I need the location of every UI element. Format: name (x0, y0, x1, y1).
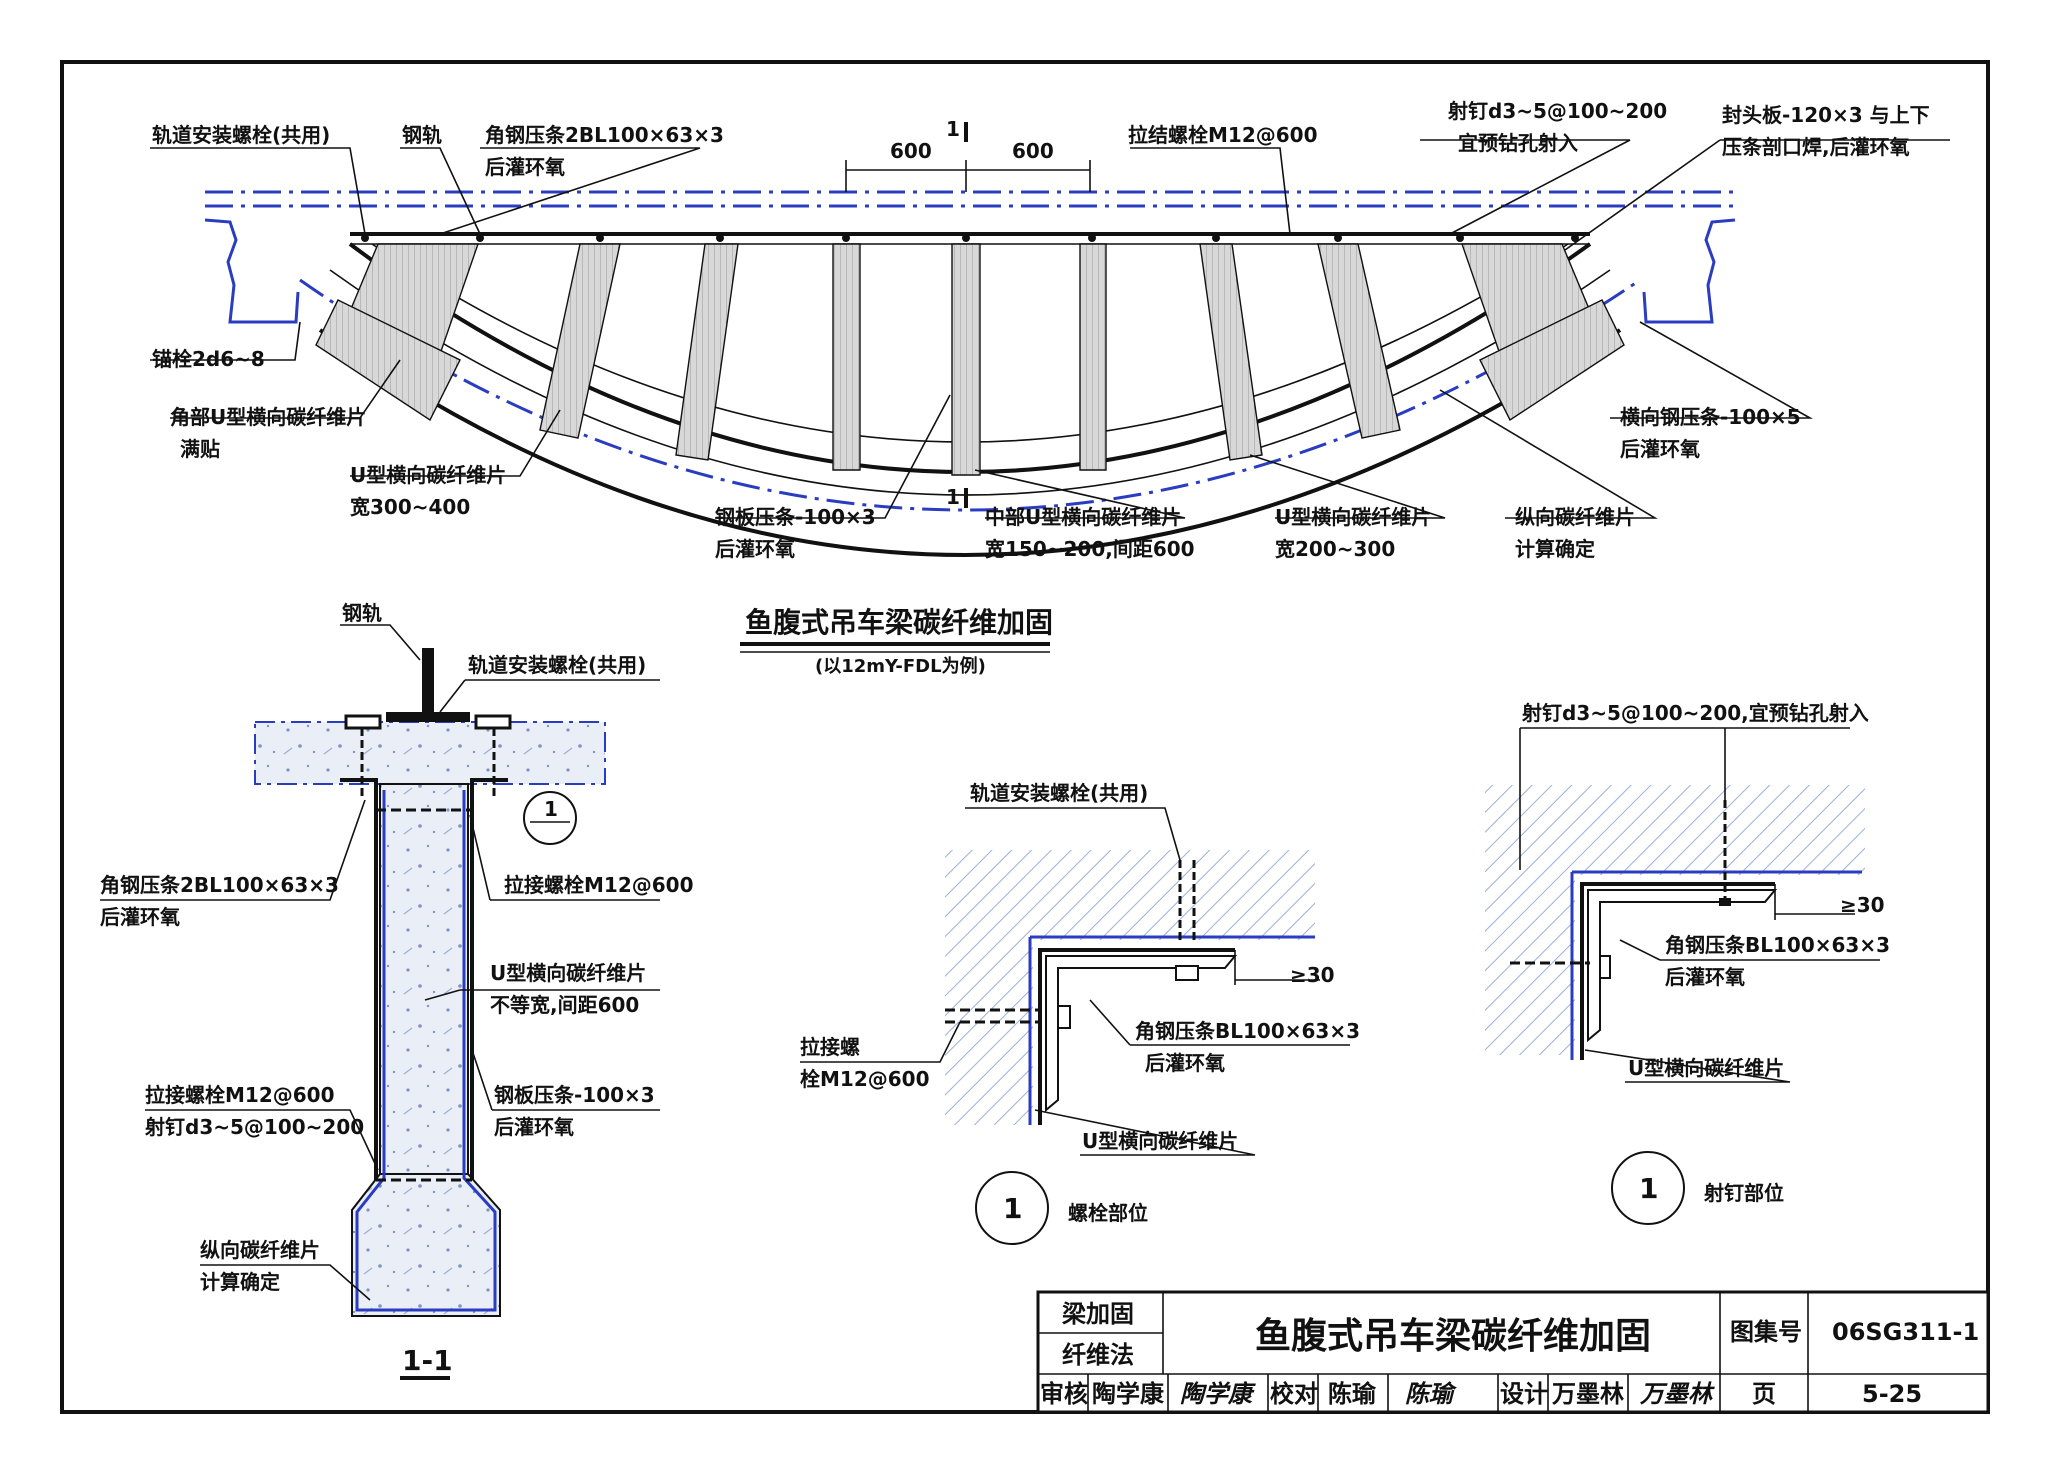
tb-designer: 万墨林 (1552, 1380, 1624, 1408)
nail-gap: ≥30 (1840, 893, 1885, 917)
tb-reviewer-sig: 陶学康 (1180, 1380, 1256, 1408)
label-anchor: 锚栓2d6~8 (152, 347, 265, 371)
nail-title: 射钉部位 (1703, 1181, 1784, 1205)
label-track-bolt: 轨道安装螺栓(共用) (152, 123, 330, 147)
section-label-angle-1: 角钢压条2BL100×63×3 (100, 873, 339, 897)
tb-designer-sig: 万墨林 (1639, 1380, 1715, 1408)
label-trans-strip-1: 横向钢压条-100×5 (1620, 405, 1801, 429)
label-corner-u-2: 满贴 (180, 437, 220, 461)
bolt-callout: 1 (1003, 1192, 1022, 1225)
section-label-steel-1: 钢板压条-100×3 (494, 1083, 655, 1107)
cfrp-strip (539, 243, 621, 439)
label-u-sheet-b-2: 宽200~300 (1275, 537, 1395, 561)
main-title: 鱼腹式吊车梁碳纤维加固 (745, 606, 1053, 639)
tb-page-no: 5-25 (1862, 1380, 1922, 1408)
bolt-label-track-bolt: 轨道安装螺栓(共用) (970, 781, 1148, 805)
title-block: 梁加固 纤维法 鱼腹式吊车梁碳纤维加固 图集号 06SG311-1 审核 陶学康… (1036, 1290, 1990, 1414)
section-title: 1-1 (402, 1344, 453, 1377)
tb-review-label: 审核 (1040, 1380, 1088, 1408)
label-rail: 钢轨 (402, 123, 442, 147)
label-u-sheet-2: 宽300~400 (350, 495, 470, 519)
label-long-sheet-2: 计算确定 (1515, 537, 1595, 561)
label-mid-u-1: 中部U型横向碳纤维片 (985, 505, 1181, 529)
tb-design-label: 设计 (1500, 1380, 1548, 1408)
bolt-title: 螺栓部位 (1068, 1201, 1148, 1225)
section-mark-bottom: 1 (946, 485, 960, 509)
tb-check-label: 校对 (1270, 1380, 1318, 1408)
dim-left: 600 (890, 139, 932, 163)
main-subtitle: (以12mY-FDL为例) (815, 655, 986, 677)
tb-reviewer: 陶学康 (1092, 1380, 1165, 1408)
bolt-label-tie-1: 拉接螺 (800, 1035, 860, 1059)
label-nail-2: 宜预钻孔射入 (1458, 131, 1578, 155)
label-seal-plate-1: 封头板-120×3 与上下 (1722, 103, 1930, 127)
cfrp-corner-sheet (1479, 299, 1625, 422)
cfrp-strip (1079, 243, 1107, 471)
label-angle-strip-1: 角钢压条2BL100×63×3 (485, 123, 724, 147)
label-tie-bolt: 拉结螺栓M12@600 (1128, 123, 1317, 147)
section-label-u-2: 不等宽,间距600 (490, 993, 639, 1017)
label-u-sheet-b-1: U型横向碳纤维片 (1275, 505, 1431, 529)
cfrp-strip (951, 243, 981, 476)
label-steel-strip-1: 钢板压条-100×3 (715, 505, 876, 529)
section-label-rail: 钢轨 (342, 601, 382, 625)
section-label-tie-nail-1: 拉接螺栓M12@600 (145, 1083, 334, 1107)
nail-label: 射钉d3~5@100~200,宜预钻孔射入 (1521, 701, 1869, 725)
bolt-gap: ≥30 (1290, 963, 1335, 987)
nail-callout: 1 (1639, 1172, 1658, 1205)
cfrp-strip (832, 243, 861, 471)
label-long-sheet-1: 纵向碳纤维片 (1515, 505, 1635, 529)
label-nail-1: 射钉d3~5@100~200 (1447, 99, 1667, 123)
section-label-u-1: U型横向碳纤维片 (490, 961, 646, 985)
section-label-angle-2: 后灌环氧 (100, 905, 180, 929)
section-label-long-2: 计算确定 (200, 1270, 280, 1294)
dim-right: 600 (1012, 139, 1054, 163)
section-1-1: 1 钢轨 轨道安装螺栓(共用) 角钢压条2BL100×63×3 后灌环氧 拉接螺… (100, 601, 693, 1380)
label-u-sheet-1: U型横向碳纤维片 (350, 463, 506, 487)
label-trans-strip-2: 后灌环氧 (1620, 437, 1700, 461)
label-angle-strip-2: 后灌环氧 (485, 155, 565, 179)
tb-category-1: 梁加固 (1061, 1300, 1134, 1328)
tb-checker: 陈瑜 (1328, 1380, 1377, 1408)
nail-label-angle-1: 角钢压条BL100×63×3 (1665, 933, 1890, 957)
tb-atlas-no: 06SG311-1 (1832, 1318, 1979, 1346)
tb-atlas-label: 图集号 (1730, 1318, 1802, 1346)
detail-bolt: ≥30 轨道安装螺栓(共用) 角钢压条BL100×63×3 后灌环氧 拉接螺 栓… (800, 781, 1360, 1245)
section-label-long-1: 纵向碳纤维片 (200, 1238, 320, 1262)
label-steel-strip-2: 后灌环氧 (715, 537, 795, 561)
tb-checker-sig: 陈瑜 (1405, 1380, 1457, 1408)
label-seal-plate-2: 压条剖口焊,后灌环氧 (1722, 135, 1910, 159)
section-label-tie-bolt: 拉接螺栓M12@600 (504, 873, 693, 897)
section-label-track-bolt: 轨道安装螺栓(共用) (468, 653, 646, 677)
cfrp-strip (1199, 243, 1263, 461)
cfrp-corner-sheet (315, 299, 461, 422)
section-mark-top: 1 (946, 117, 960, 141)
cfrp-strip (675, 243, 739, 461)
section-label-tie-nail-2: 射钉d3~5@100~200 (144, 1115, 364, 1139)
beam-elevation: 600 600 1 1 轨道安装螺栓(共用) 钢轨 角钢压条2BL100×63 (150, 99, 1950, 561)
bolt-label-u-sheet: U型横向碳纤维片 (1082, 1129, 1238, 1153)
cfrp-strip (1317, 243, 1401, 439)
label-mid-u-2: 宽150~200,间距600 (985, 537, 1195, 561)
section-callout: 1 (544, 797, 558, 821)
nail-label-u-sheet: U型横向碳纤维片 (1628, 1056, 1784, 1080)
tb-drawing-title: 鱼腹式吊车梁碳纤维加固 (1255, 1316, 1651, 1357)
nail-label-angle-2: 后灌环氧 (1665, 965, 1745, 989)
bolt-label-angle-2: 后灌环氧 (1145, 1051, 1225, 1075)
bolt-label-angle-1: 角钢压条BL100×63×3 (1135, 1019, 1360, 1043)
section-label-steel-2: 后灌环氧 (494, 1115, 574, 1139)
tb-page-label: 页 (1752, 1380, 1776, 1408)
bolt-label-tie-2: 栓M12@600 (800, 1067, 929, 1091)
tb-category-2: 纤维法 (1062, 1341, 1134, 1369)
label-corner-u-1: 角部U型横向碳纤维片 (170, 405, 366, 429)
detail-nail: ≥30 射钉d3~5@100~200,宜预钻孔射入 角钢压条BL100×63×3… (1485, 701, 1890, 1225)
sheet-border (60, 60, 1990, 1414)
